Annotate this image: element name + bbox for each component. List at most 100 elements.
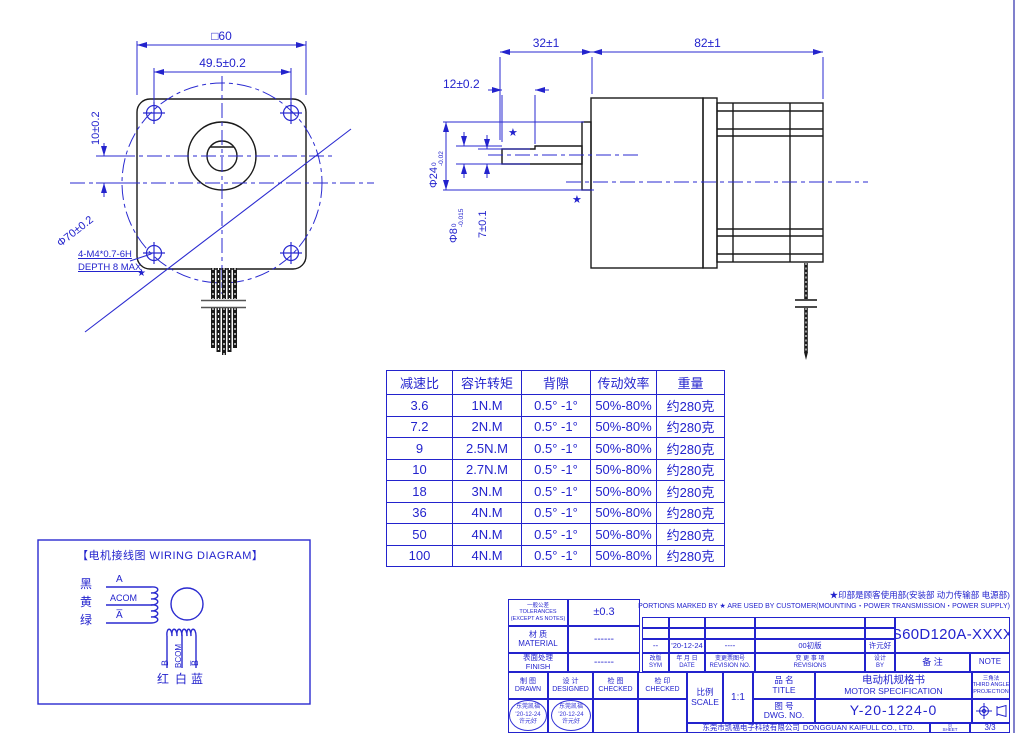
revision-item: 00初版 xyxy=(798,640,822,650)
revision-by-header-cn: 设计 xyxy=(873,655,886,662)
designed-stamp: 东莞凯福 '20-12-24 许元好 xyxy=(551,700,591,731)
table-cell: 约280克 xyxy=(656,458,725,481)
title-label-en: TITLE xyxy=(772,684,796,695)
revision-date-header: 年 月 日 DATE xyxy=(669,653,705,672)
tolerance-label-cn: 一般公差 xyxy=(526,603,549,610)
side-center-lines xyxy=(488,154,868,183)
scale-label-cell: 比例 SCALE xyxy=(687,672,723,723)
table-cell: 9 xyxy=(386,437,453,460)
table-cell: 0.5° -1° xyxy=(521,415,591,438)
revision-item-header: 变 更 事 项 REVISIONS xyxy=(755,653,865,672)
dwg-number: Y-20-1224-0 xyxy=(849,702,938,719)
revision-item-header-cn: 变 更 事 项 xyxy=(795,655,825,662)
wire-label-a: A xyxy=(116,574,123,585)
revision-empty-cell xyxy=(755,628,865,639)
stamp-signature: 许元好 xyxy=(561,719,580,726)
revision-no-value: ---- xyxy=(705,639,755,653)
revision-item-header-en: REVISIONS xyxy=(793,662,827,669)
designed-label-cn: 设 计 xyxy=(562,677,579,685)
dim-outline-label: □60 xyxy=(211,29,232,43)
dwg-label-en: DWG. NO. xyxy=(763,710,805,720)
title-value-cn: 电动机规格书 xyxy=(862,674,925,687)
table-cell: 50%-80% xyxy=(590,394,657,417)
finish-label-en: FINISH xyxy=(525,661,551,671)
stamp-company: 东莞凯福 xyxy=(515,703,540,710)
table-cell: 10 xyxy=(386,458,453,481)
table-cell: 4N.M xyxy=(452,501,522,524)
table-cell: 36 xyxy=(386,501,453,524)
wiring-diagram-title: 【电机接线图 WIRING DIAGRAM】 xyxy=(77,550,264,562)
projection-label-cell: 三角法 THIRD ANGLE PROJECTION xyxy=(972,672,1010,699)
drawn-label-cell: 制 图 DRAWN xyxy=(508,672,548,699)
drawn-label-en: DRAWN xyxy=(514,685,542,693)
table-cell: 50 xyxy=(386,523,453,546)
dim-shaft-base: Φ8 xyxy=(448,228,460,243)
checked2-label-cn: 检 印 xyxy=(654,677,671,685)
sheet-number: 3/3 xyxy=(984,723,996,732)
revision-empty-cell xyxy=(705,628,755,639)
sheet-label-cn: 页 xyxy=(947,723,953,728)
material-label-en: MATERIAL xyxy=(518,638,558,648)
title-value-cell: 电动机规格书 MOTOR SPECIFICATION xyxy=(815,672,972,699)
table-cell: 50%-80% xyxy=(590,437,657,460)
wire-color-blue: 蓝 xyxy=(191,672,204,686)
table-header-cell: 减速比 xyxy=(386,370,453,395)
wire-color-white: 白 xyxy=(175,672,188,686)
wire-label-acom: ACOM xyxy=(110,593,137,603)
revision-empty-cell xyxy=(705,617,755,628)
revision-item-value: 00初版 xyxy=(755,639,865,653)
revision-empty-cell xyxy=(865,628,895,639)
finish-value-cell: ------ xyxy=(568,653,640,672)
table-cell: 3N.M xyxy=(452,480,522,503)
table-cell: 约280克 xyxy=(656,501,725,524)
finish-label-cn: 表面处理 xyxy=(523,653,553,663)
revision-by-header-en: BY xyxy=(875,662,884,669)
tolerance-label-en: TOLERANCES xyxy=(519,609,557,616)
star-icon: ★ xyxy=(572,194,582,206)
table-cell: 2.7N.M xyxy=(452,458,522,481)
wire-label-a-bar: A̅ xyxy=(116,610,123,621)
revision-date-header-cn: 年 月 日 xyxy=(676,655,698,662)
revision-by-value: 许元好 xyxy=(865,639,895,653)
table-cell: 约280克 xyxy=(656,415,725,438)
note-label-cn: 备 注 xyxy=(922,656,943,667)
table-header-row: 减速比 容许转矩 背隙 传动效率 重量 xyxy=(386,370,725,395)
table-cell: 2.5N.M xyxy=(452,437,522,460)
table-cell: 约280克 xyxy=(656,437,725,460)
checked-label-cell: 检 图 CHECKED xyxy=(593,672,638,699)
drawn-label-cn: 制 图 xyxy=(520,677,536,685)
checked2-label-en: CHECKED xyxy=(645,685,680,693)
note-label-cell: 备 注 xyxy=(895,653,970,672)
table-header-cell: 重量 xyxy=(656,370,725,395)
dim-flat-height-label: 7±0.1 xyxy=(477,210,489,238)
designed-label-en: DESIGNED xyxy=(552,685,589,693)
stamp-date: '20-12-24 xyxy=(515,711,541,718)
table-cell: 7.2 xyxy=(386,415,453,438)
revision-by-header: 设计 BY xyxy=(865,653,895,672)
revision-sym-value: -- xyxy=(642,639,669,653)
projection-label-en2: PROJECTION xyxy=(973,688,1009,695)
tolerance-label-en2: (EXCEPT AS NOTES) xyxy=(510,615,566,622)
table-cell: 约280克 xyxy=(656,523,725,546)
scale-value-cell: 1:1 xyxy=(723,672,753,723)
table-cell: 0.5° -1° xyxy=(521,394,591,417)
dwg-value-cell: Y-20-1224-0 xyxy=(815,699,972,723)
table-cell: 50%-80% xyxy=(590,458,657,481)
company-name-cn: 东莞市凯福电子科技有限公司 xyxy=(702,723,800,732)
revision-sym-header-cn: 改版 xyxy=(649,655,662,662)
stamp-signature: 许元好 xyxy=(518,719,537,726)
projection-label-en1: THIRD ANGLE xyxy=(972,682,1010,689)
revision-empty-cell xyxy=(642,617,669,628)
mounting-holes xyxy=(143,102,302,264)
dim-pilot-tol-upper: 0 xyxy=(431,162,438,166)
wire-color-yellow: 黄 xyxy=(80,595,93,609)
revision-sym: -- xyxy=(652,640,659,650)
sheet-label-en: SHEET xyxy=(942,727,958,732)
table-header-cell: 背隙 xyxy=(521,370,591,395)
revision-date-value: '20-12-24 xyxy=(669,639,705,653)
